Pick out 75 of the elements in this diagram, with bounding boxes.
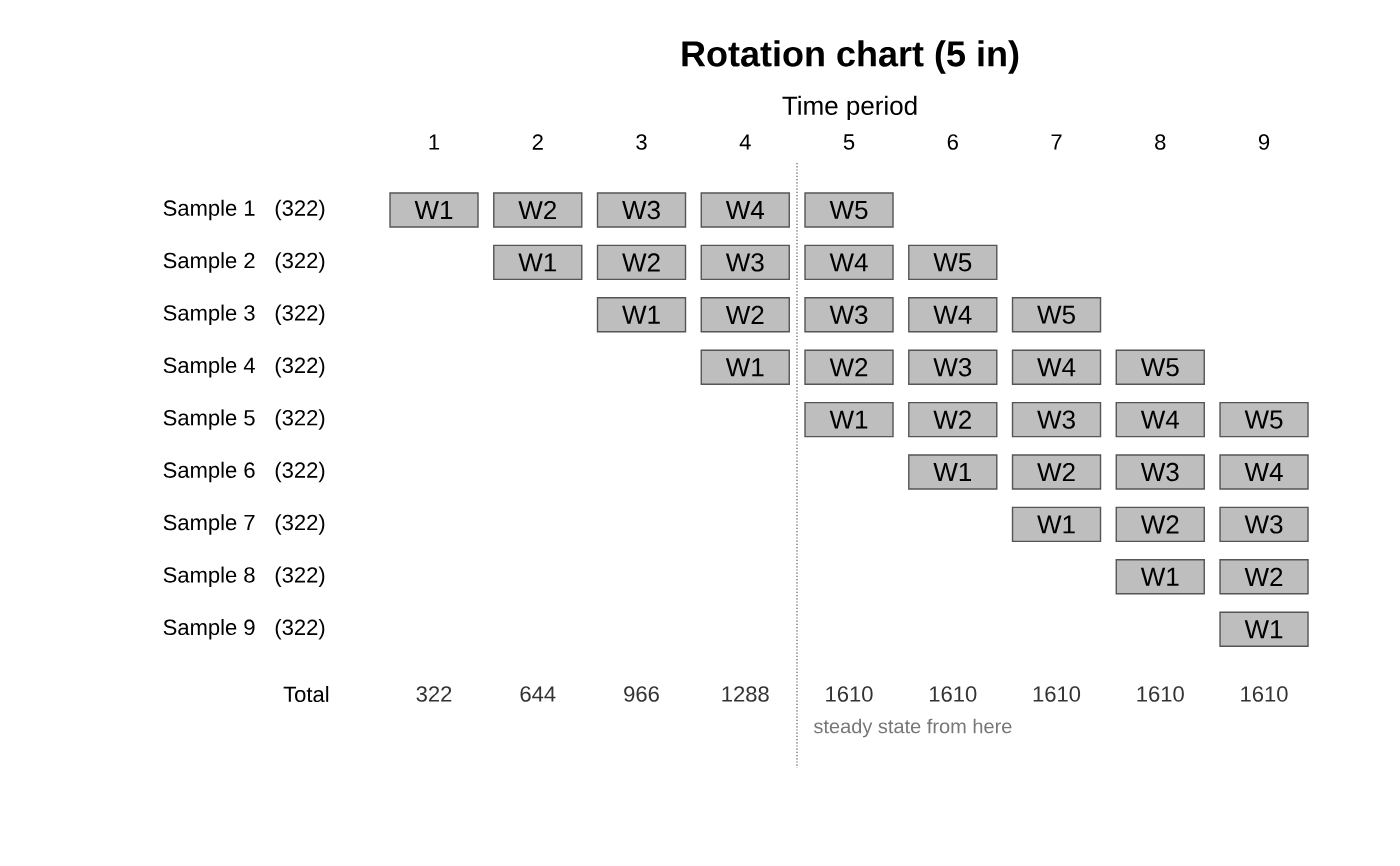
row-label: Sample 8 bbox=[163, 566, 255, 588]
period-box: W1 bbox=[1011, 506, 1102, 543]
total-value: 1610 bbox=[826, 686, 873, 702]
period-box: W2 bbox=[804, 349, 894, 385]
column-number: 5 bbox=[843, 134, 855, 150]
period-box: W3 bbox=[700, 244, 790, 281]
column-number: 7 bbox=[1051, 134, 1062, 150]
column-number: 6 bbox=[947, 134, 958, 150]
period-box: W2 bbox=[1219, 559, 1309, 595]
total-value: 644 bbox=[520, 686, 556, 702]
period-box: W5 bbox=[804, 192, 894, 228]
sample-size: (322) bbox=[275, 409, 325, 430]
sample-size: (322) bbox=[275, 356, 325, 378]
period-box: W1 bbox=[1115, 559, 1205, 595]
sample-size: (322) bbox=[275, 514, 325, 535]
annotation-note: steady state from here bbox=[814, 718, 1012, 738]
total-value: 1610 bbox=[1137, 686, 1184, 702]
period-box: W3 bbox=[1219, 506, 1309, 543]
sample-size: (322) bbox=[275, 199, 325, 221]
axis-label: Time period bbox=[782, 95, 917, 121]
period-box: W1 bbox=[389, 192, 479, 228]
period-box: W2 bbox=[493, 192, 583, 228]
row-label: Sample 1 bbox=[163, 199, 255, 221]
period-box: W1 bbox=[908, 454, 998, 490]
row-label: Sample 3 bbox=[163, 304, 255, 326]
period-box: W4 bbox=[700, 192, 790, 228]
period-box: W4 bbox=[1115, 401, 1205, 438]
period-box: W4 bbox=[1219, 454, 1309, 490]
sample-size: (322) bbox=[275, 304, 325, 326]
period-box: W1 bbox=[804, 401, 894, 438]
column-number: 4 bbox=[739, 134, 751, 150]
period-box: W1 bbox=[596, 297, 687, 333]
period-box: W3 bbox=[804, 297, 894, 333]
period-box: W2 bbox=[1011, 454, 1102, 490]
total-value: 1610 bbox=[1241, 686, 1288, 702]
period-box: W3 bbox=[1011, 401, 1102, 438]
period-box: W2 bbox=[700, 297, 790, 333]
period-box: W2 bbox=[596, 244, 687, 281]
column-number: 3 bbox=[636, 134, 647, 150]
total-label: Total bbox=[283, 685, 329, 703]
period-box: W5 bbox=[1115, 349, 1205, 385]
period-box: W4 bbox=[908, 297, 998, 333]
period-box: W3 bbox=[908, 349, 998, 385]
period-box: W1 bbox=[1219, 611, 1309, 647]
row-label: Sample 5 bbox=[163, 409, 255, 430]
row-label: Sample 9 bbox=[163, 618, 255, 640]
chart-title: Rotation chart (5 in) bbox=[682, 40, 1019, 74]
period-box: W3 bbox=[1115, 454, 1205, 490]
period-box: W4 bbox=[804, 244, 894, 281]
period-box: W2 bbox=[1115, 506, 1205, 543]
sample-size: (322) bbox=[275, 252, 325, 273]
period-box: W1 bbox=[493, 244, 583, 281]
period-box: W1 bbox=[700, 349, 790, 385]
total-value: 1610 bbox=[929, 686, 977, 702]
row-label: Sample 4 bbox=[163, 356, 255, 378]
column-number: 2 bbox=[532, 134, 543, 150]
column-number: 9 bbox=[1258, 134, 1270, 150]
row-label: Sample 7 bbox=[163, 514, 255, 535]
period-box: W4 bbox=[1011, 349, 1102, 385]
row-label: Sample 2 bbox=[163, 252, 255, 273]
total-value: 1610 bbox=[1033, 686, 1081, 702]
column-number: 8 bbox=[1155, 134, 1166, 150]
period-box: W5 bbox=[908, 244, 998, 281]
total-value: 966 bbox=[624, 686, 659, 702]
period-box: W5 bbox=[1219, 401, 1309, 438]
column-number: 1 bbox=[429, 134, 440, 150]
period-box: W2 bbox=[908, 401, 998, 438]
sample-size: (322) bbox=[275, 618, 325, 640]
sample-size: (322) bbox=[275, 461, 325, 483]
total-value: 322 bbox=[416, 686, 452, 702]
period-box: W5 bbox=[1011, 297, 1102, 333]
total-value: 1288 bbox=[722, 686, 769, 702]
sample-size: (322) bbox=[275, 566, 325, 588]
period-box: W3 bbox=[596, 192, 687, 228]
row-label: Sample 6 bbox=[163, 461, 255, 483]
